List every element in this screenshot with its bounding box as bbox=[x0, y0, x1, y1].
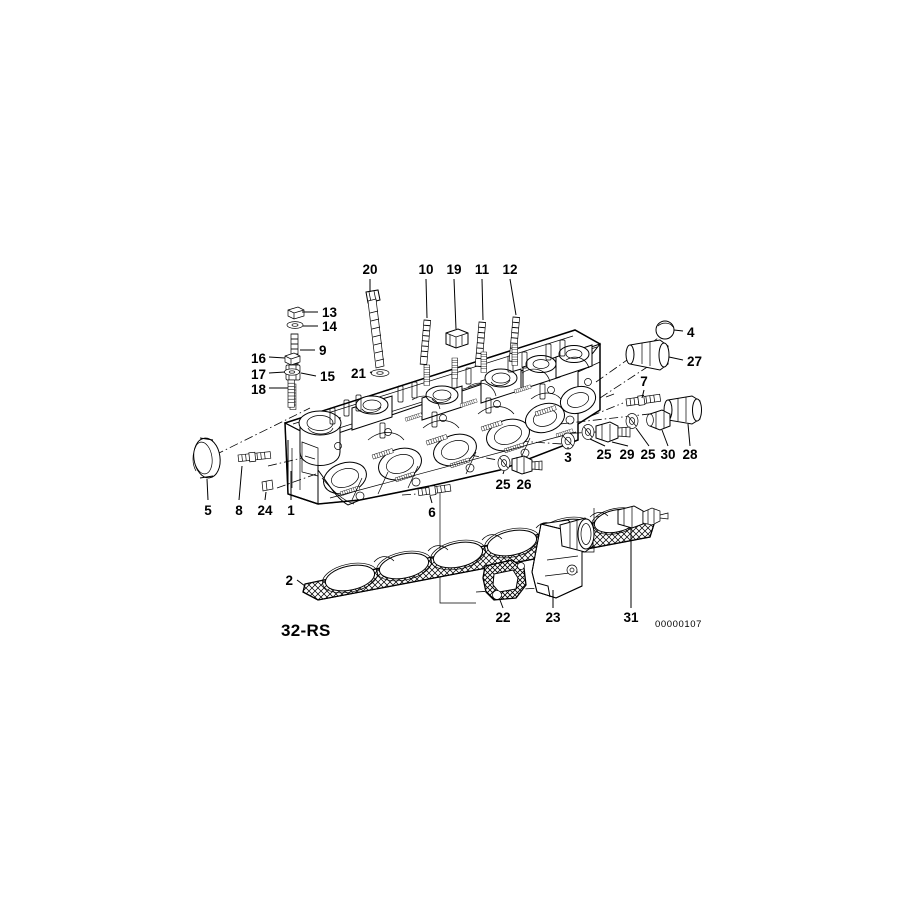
section-code: 32-RS bbox=[281, 621, 331, 640]
callout-label-11: 11 bbox=[475, 262, 490, 277]
catalog-number: 00000107 bbox=[655, 619, 702, 630]
part-16-hex-nut bbox=[284, 352, 301, 366]
callout-label-1: 1 bbox=[287, 503, 295, 518]
callout-label-16: 16 bbox=[251, 351, 267, 366]
part-28-plug bbox=[663, 395, 702, 425]
callout-label-15: 15 bbox=[320, 369, 336, 384]
part-26-temperature-sensor bbox=[511, 455, 543, 475]
callout-label-4: 4 bbox=[687, 325, 695, 340]
part-6-stud-bolt bbox=[417, 484, 452, 496]
part-21-washer bbox=[370, 369, 390, 377]
part-17-washer bbox=[284, 368, 300, 376]
callout-label-12: 12 bbox=[502, 262, 517, 277]
callout-label-19: 19 bbox=[446, 262, 461, 277]
callout-label-14: 14 bbox=[322, 319, 338, 334]
callout-label-10: 10 bbox=[418, 262, 433, 277]
part-25-sealing-ring-mid bbox=[581, 424, 595, 440]
callout-label-24: 24 bbox=[257, 503, 273, 518]
cylinder-head-side-wall bbox=[323, 356, 597, 495]
part-7-stud-bolt bbox=[625, 393, 661, 407]
part-27-plug bbox=[625, 339, 670, 371]
part-13-hex-nut bbox=[287, 306, 305, 320]
part-4-blind-plug-ball bbox=[655, 320, 675, 340]
callout-label-22: 22 bbox=[495, 610, 510, 625]
callout-label-27: 27 bbox=[687, 354, 702, 369]
callout-label-2: 2 bbox=[285, 573, 293, 588]
callout-label-3: 3 bbox=[564, 450, 572, 465]
callout-label-29: 29 bbox=[619, 447, 634, 462]
part-18-stud-bolt bbox=[287, 379, 295, 408]
part-20-cylinder-head-bolt bbox=[365, 289, 385, 369]
part-23-intake-bracket bbox=[531, 517, 595, 599]
callout-labels: 20 10 19 11 12 13 14 9 15 16 17 18 21 4 … bbox=[204, 262, 702, 625]
cylinder-head-body bbox=[283, 329, 602, 506]
callout-label-13: 13 bbox=[322, 305, 338, 320]
callout-label-5: 5 bbox=[204, 503, 212, 518]
callout-label-6: 6 bbox=[428, 505, 436, 520]
callout-label-31: 31 bbox=[623, 610, 639, 625]
part-22-gasket bbox=[482, 559, 527, 601]
callout-label-25-right: 25 bbox=[640, 447, 656, 462]
part-3-sealing-ring bbox=[561, 432, 575, 450]
callout-label-20: 20 bbox=[362, 262, 377, 277]
callout-label-25-left: 25 bbox=[495, 477, 511, 492]
part-14-washer bbox=[286, 321, 304, 329]
callout-label-25-mid: 25 bbox=[596, 447, 612, 462]
callout-label-17: 17 bbox=[251, 367, 266, 382]
part-25-sealing-ring-right bbox=[625, 413, 639, 429]
part-8-stud-bolt bbox=[237, 451, 272, 463]
part-24-dowel-pin bbox=[261, 479, 274, 492]
part-25-sealing-ring-left bbox=[497, 455, 511, 471]
callout-label-26: 26 bbox=[516, 477, 532, 492]
callout-label-21: 21 bbox=[351, 366, 367, 381]
callout-label-8: 8 bbox=[235, 503, 243, 518]
part-30-screw-plug bbox=[646, 409, 671, 431]
callout-label-7: 7 bbox=[640, 374, 648, 389]
callout-label-9: 9 bbox=[319, 343, 327, 358]
callout-label-28: 28 bbox=[682, 447, 698, 462]
callout-leaders bbox=[206, 278, 691, 609]
callout-label-30: 30 bbox=[660, 447, 675, 462]
part-31-temperature-sensor bbox=[617, 505, 669, 529]
callout-label-23: 23 bbox=[545, 610, 561, 625]
part-19-hex-nut bbox=[445, 328, 469, 349]
callout-label-18: 18 bbox=[251, 382, 267, 397]
part-5-shaft-seal bbox=[192, 437, 221, 479]
part-29-temperature-switch bbox=[595, 421, 631, 443]
